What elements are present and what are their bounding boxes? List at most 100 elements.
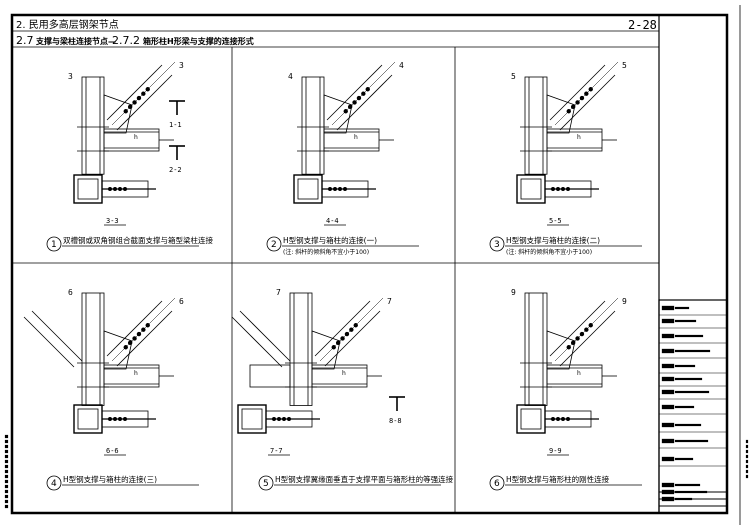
- brace-flange: [549, 64, 606, 121]
- margin-mark: [4, 434, 9, 439]
- detail-number-circle: [258, 475, 274, 491]
- bolt: [356, 95, 362, 101]
- bolt: [271, 416, 276, 421]
- box-column: [524, 292, 548, 406]
- bolt: [108, 186, 113, 191]
- detail-number-circle: [489, 475, 505, 491]
- bolt: [276, 416, 281, 421]
- detail-number: 4: [51, 479, 57, 489]
- brace-flange: [106, 64, 163, 121]
- margin-mark: [745, 464, 749, 469]
- weld-symbol: h: [134, 370, 138, 377]
- detail-caption: H型钢支撑与箱柱的连接(二): [506, 235, 600, 245]
- bolt: [123, 416, 128, 421]
- title-block-value-mark: [674, 364, 696, 368]
- section-cut-label: 4: [399, 61, 404, 70]
- bolt: [353, 323, 358, 328]
- bolt: [588, 87, 593, 92]
- weld-symbol: h: [134, 134, 138, 141]
- bolt: [332, 186, 337, 191]
- margin-mark: [745, 444, 749, 449]
- plan-column-inner: [241, 408, 263, 430]
- section-cut-label: 7: [387, 297, 392, 306]
- detail-note: (注: 斜杆的倾斜角不宜小于100): [506, 248, 592, 256]
- margin-mark: [4, 499, 9, 504]
- bolt: [352, 100, 357, 105]
- bolt: [566, 416, 571, 421]
- detail-number: 5: [263, 479, 269, 489]
- brace-flange: [559, 310, 616, 367]
- title-block-label-mark: [661, 348, 675, 354]
- detail-caption: H型钢支撑与箱柱的连接(三): [63, 474, 157, 484]
- margin-mark: [4, 474, 9, 479]
- brace-flange: [314, 300, 371, 357]
- plan-column-inner: [297, 178, 319, 200]
- margin-mark: [4, 459, 9, 464]
- margin-mark: [4, 439, 9, 444]
- title-block-label-mark: [661, 404, 675, 410]
- box-column: [524, 76, 548, 175]
- title-block-value-mark: [674, 490, 708, 494]
- bolt: [141, 327, 146, 332]
- detail-number-circle: [266, 236, 282, 252]
- title-block-value-mark: [674, 405, 695, 409]
- bolt: [340, 336, 345, 341]
- page-number: 2-28: [628, 18, 657, 32]
- bolt: [579, 331, 585, 337]
- detail-caption: 双槽钢或双角钢组合截面支撑与箱型梁柱连接: [63, 235, 213, 245]
- detail-number: 6: [494, 479, 500, 489]
- margin-mark: [4, 469, 9, 474]
- section-title: 支撑与梁柱连接节点—: [35, 36, 116, 46]
- detail-number: 2: [271, 240, 277, 250]
- weld-symbol: h: [577, 134, 581, 141]
- box-column: [301, 76, 325, 175]
- title-block-label-mark: [661, 489, 675, 495]
- bolt: [132, 336, 137, 341]
- title-block-value-mark: [674, 483, 701, 487]
- bolt: [344, 331, 350, 337]
- title-block-label-mark: [661, 482, 675, 488]
- margin-mark: [745, 449, 749, 454]
- subsection-title: 箱形柱H形梁与支撑的连接形式: [143, 36, 254, 46]
- section-cut-label: 3: [68, 72, 73, 81]
- section-cut-label: 5: [511, 72, 516, 81]
- margin-mark: [745, 474, 749, 479]
- title-block-value-mark: [674, 457, 694, 461]
- title-block-label-mark: [661, 422, 675, 428]
- brace-flange: [106, 300, 163, 357]
- gusset-plate: [323, 94, 353, 134]
- gusset-plate: [546, 330, 576, 370]
- bolt: [566, 186, 571, 191]
- bolt: [118, 186, 123, 191]
- brace-flange-left: [231, 316, 283, 368]
- bolt: [575, 336, 580, 341]
- bolt: [113, 416, 118, 421]
- title-block-value-mark: [674, 377, 703, 381]
- bolt: [349, 327, 354, 332]
- margin-mark: [4, 464, 9, 469]
- title-block-value-mark: [674, 497, 693, 501]
- bolt: [141, 91, 146, 96]
- title-block-label-mark: [661, 363, 675, 369]
- brace-flange: [559, 74, 616, 131]
- bolt: [566, 345, 571, 350]
- gusset-plate: [103, 94, 133, 134]
- section-cut-label: 4: [288, 72, 293, 81]
- title-block-value-mark: [674, 439, 709, 443]
- plan-column-inner: [77, 178, 99, 200]
- sheet-frame: [10, 13, 729, 515]
- brace-flange-left: [31, 310, 83, 362]
- bolt: [136, 95, 142, 101]
- title-block-label-mark: [661, 496, 675, 502]
- title-block-label-mark: [661, 376, 675, 382]
- bolt: [561, 416, 566, 421]
- bolt: [551, 416, 556, 421]
- brace-flange: [336, 74, 393, 131]
- brace-flange-left: [23, 316, 75, 368]
- margin-mark: [4, 489, 9, 494]
- title-block: [658, 299, 728, 514]
- detail-number: 3: [494, 240, 500, 250]
- box-column: [81, 76, 105, 175]
